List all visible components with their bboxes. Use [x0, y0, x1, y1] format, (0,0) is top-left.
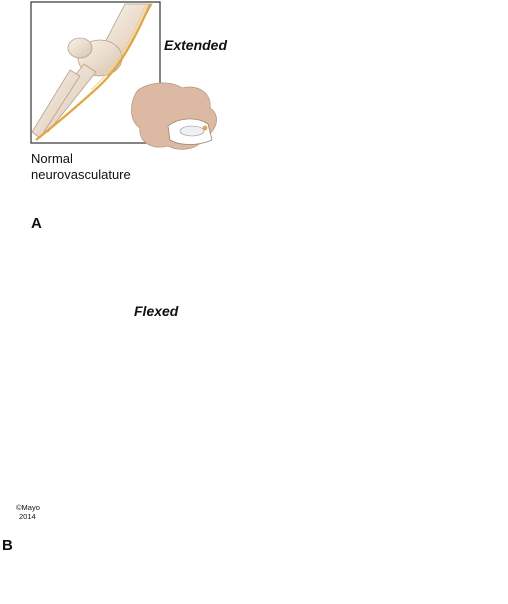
- copyright-line2: 2014: [19, 512, 36, 521]
- label-extended: Extended: [164, 37, 228, 53]
- cross-section-extended: [131, 82, 217, 150]
- copyright-line1: ©Mayo: [16, 503, 40, 512]
- panel-letter-b: B: [2, 537, 13, 554]
- caption-neurovasculature: neurovasculature: [31, 167, 131, 182]
- inset-extended-elbow: [30, 1, 161, 144]
- caption-normal: Normal: [31, 151, 73, 166]
- label-flexed: Flexed: [134, 303, 179, 319]
- panel-letter-a: A: [31, 215, 42, 232]
